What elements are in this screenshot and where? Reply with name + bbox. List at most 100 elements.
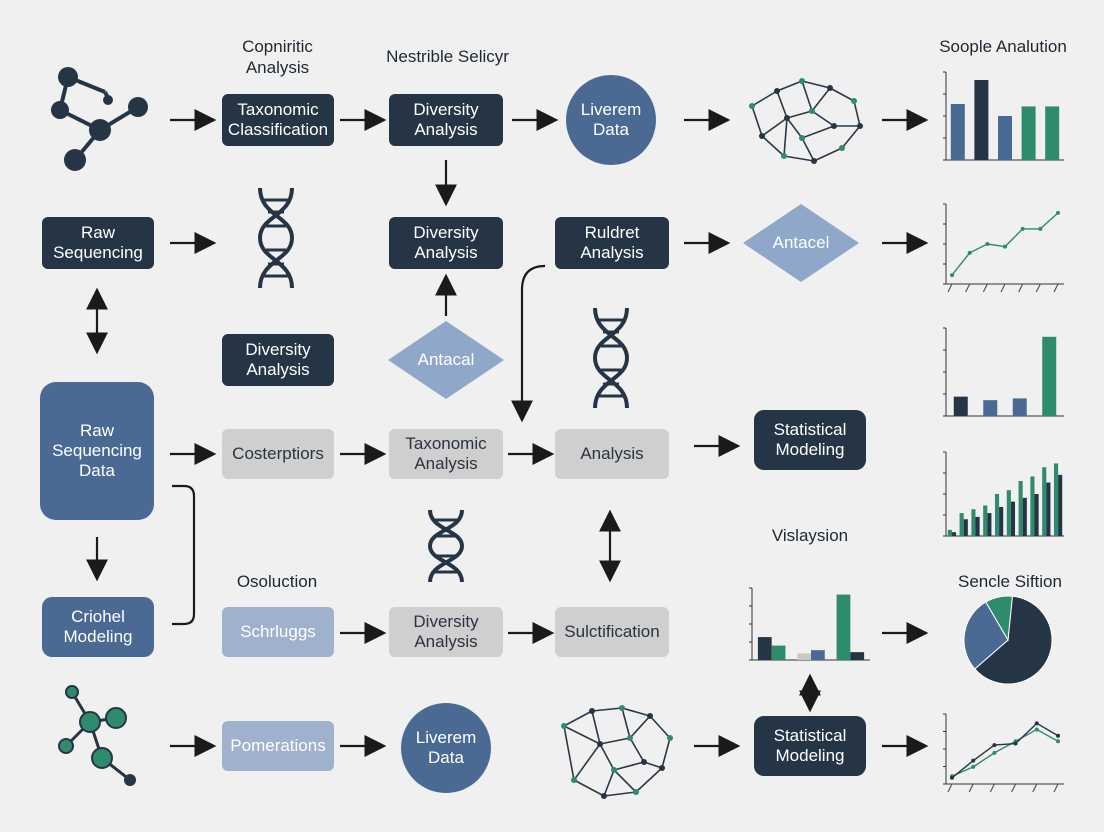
node-sulctification: Sulctification	[555, 607, 669, 657]
node-statistical-modeling-1: Statistical Modeling	[754, 410, 866, 470]
bar	[771, 645, 786, 660]
data-point	[950, 775, 954, 780]
bar	[797, 653, 811, 660]
chart-grouped-bars	[943, 451, 1064, 537]
x-tick-label	[1011, 783, 1017, 793]
bar	[1058, 474, 1063, 536]
bar	[850, 652, 865, 660]
bar	[1042, 467, 1047, 536]
data-point	[1056, 733, 1060, 738]
data-point	[1056, 739, 1060, 744]
bar	[1053, 463, 1059, 536]
node-pomerations: Pomerations	[222, 721, 334, 771]
bar	[974, 80, 989, 160]
node-antacel-label: Antacel	[772, 233, 830, 252]
data-point	[1056, 210, 1060, 215]
pie-slice	[963, 601, 1009, 670]
bar	[987, 513, 992, 536]
caption-osoluction: Osoluction	[236, 572, 318, 591]
bar	[811, 650, 825, 660]
chart-pie	[963, 595, 1053, 685]
node-diversity-analysis-2: Diversity Analysis	[389, 217, 503, 269]
bar	[1021, 106, 1036, 160]
node-diversity-analysis-1: Diversity Analysis	[389, 94, 503, 146]
node-diversity-analysis-3: Diversity Analysis	[222, 334, 334, 386]
data-point	[1038, 226, 1043, 231]
data-point	[992, 750, 997, 755]
chart-line-bottom	[943, 713, 1064, 793]
data-point	[992, 743, 997, 748]
bar	[947, 529, 952, 536]
dna-icon	[592, 307, 630, 409]
bar	[975, 516, 980, 536]
x-tick-label	[1000, 283, 1006, 293]
node-taxonomic-analysis: Taxonomic Analysis	[389, 429, 503, 479]
x-tick-label	[1053, 783, 1059, 793]
caption-vislaysion: Vislaysion	[771, 526, 849, 545]
bar	[983, 505, 988, 536]
pie-slice	[974, 595, 1053, 685]
connector	[172, 484, 196, 626]
bar	[1046, 482, 1051, 536]
series-line	[951, 212, 1059, 276]
bar	[959, 513, 964, 536]
data-point	[985, 242, 990, 246]
bar	[1034, 494, 1039, 536]
x-tick-label	[1035, 283, 1041, 293]
data-point	[971, 758, 976, 763]
bar	[1022, 497, 1027, 536]
bar	[950, 104, 965, 160]
node-statistical-modeling-2: Statistical Modeling	[754, 716, 866, 776]
bar	[1012, 398, 1027, 416]
x-tick-label	[982, 283, 988, 293]
bar	[1045, 106, 1060, 160]
chart-bars-mid	[943, 327, 1064, 417]
bar	[963, 519, 968, 536]
node-ruldret-analysis: Ruldret Analysis	[555, 217, 669, 269]
node-criohel-modeling: Criohel Modeling	[42, 597, 154, 657]
bar	[998, 116, 1012, 160]
node-schrluggs: Schrluggs	[222, 607, 334, 657]
bar	[1030, 476, 1035, 536]
bar	[999, 506, 1004, 536]
data-point	[1034, 721, 1039, 726]
molecule-icon	[58, 685, 136, 786]
bar	[951, 532, 957, 536]
x-tick-label	[947, 283, 953, 293]
x-tick-label	[965, 283, 971, 293]
bar	[983, 400, 998, 416]
node-diversity-analysis-4: Diversity Analysis	[389, 607, 503, 657]
bar	[1006, 490, 1011, 536]
dna-icon	[427, 509, 465, 583]
x-tick-label	[947, 783, 953, 793]
bar	[836, 594, 851, 660]
x-tick-label	[1032, 783, 1038, 793]
bar	[1010, 501, 1016, 536]
series-line	[951, 728, 1059, 777]
dna-icon	[257, 187, 295, 289]
data-point	[950, 273, 954, 278]
bar	[994, 494, 1000, 536]
molecule-icon	[51, 67, 148, 171]
x-tick-label	[989, 783, 995, 793]
node-raw-sequencing: Raw Sequencing	[42, 217, 154, 269]
data-point	[1020, 226, 1025, 231]
caption-nestrible: Nestrible Selicyr	[386, 47, 509, 66]
x-tick-label	[968, 783, 974, 793]
node-liverem-data-2: Liverem Data	[401, 703, 491, 793]
pie-slice	[985, 595, 1013, 642]
data-point	[1003, 244, 1007, 249]
node-antacal: Antacal	[387, 320, 505, 400]
node-taxonomic-classification: Taxonomic Classification	[222, 94, 334, 146]
bar	[1018, 481, 1023, 536]
data-point	[971, 764, 976, 769]
node-liverem-data-1: Liverem Data	[566, 75, 656, 165]
chart-bars-visualization	[749, 587, 870, 661]
node-costerptiors: Costerptiors	[222, 429, 334, 479]
node-antacel: Antacel	[742, 203, 860, 283]
series-line	[951, 722, 1059, 779]
bar	[953, 396, 968, 416]
chart-line-upper	[943, 203, 1064, 293]
caption-copniritic: Copniritic Analysis	[242, 37, 313, 77]
